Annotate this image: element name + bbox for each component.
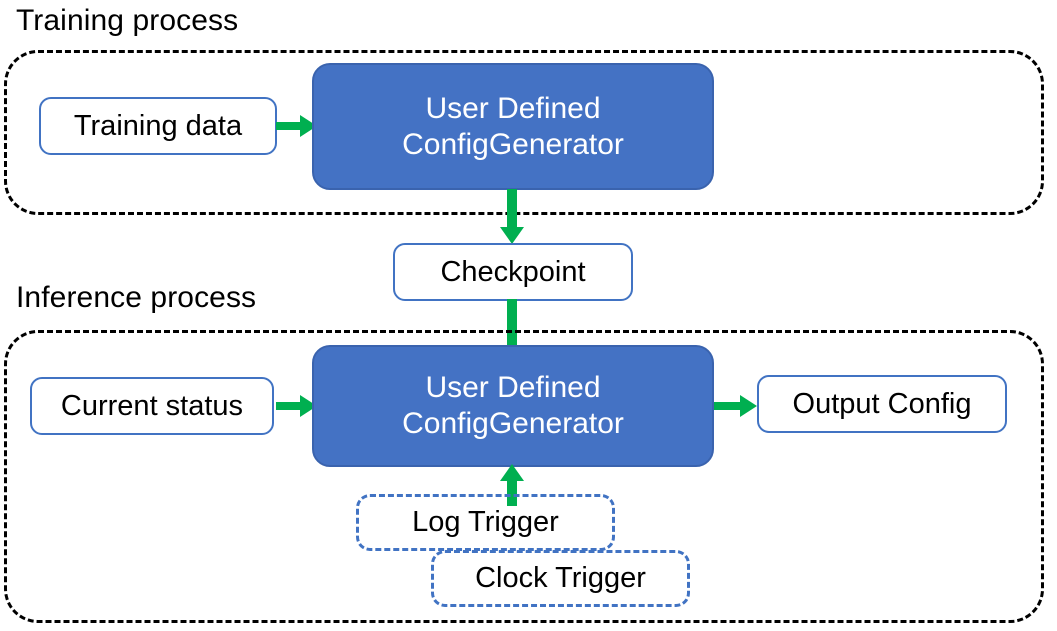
output-config-box[interactable]: Output Config xyxy=(757,375,1007,433)
training-generator-line2: ConfigGenerator xyxy=(402,127,624,161)
training-config-generator-box[interactable]: User Defined ConfigGenerator xyxy=(312,63,714,190)
checkpoint-box[interactable]: Checkpoint xyxy=(393,243,633,301)
inference-generator-line1: User Defined xyxy=(425,371,601,404)
training-data-box[interactable]: Training data xyxy=(39,97,277,155)
log-trigger-box[interactable]: Log Trigger xyxy=(356,494,615,551)
inference-process-container xyxy=(4,330,1044,623)
inference-generator-line2: ConfigGenerator xyxy=(402,407,624,440)
current-status-box[interactable]: Current status xyxy=(30,377,274,435)
training-generator-line1: User Defined xyxy=(425,91,601,125)
training-process-label: Training process xyxy=(16,4,239,37)
inference-process-label: Inference process xyxy=(16,281,257,314)
inference-config-generator-box[interactable]: User Defined ConfigGenerator xyxy=(312,345,714,467)
clock-trigger-box[interactable]: Clock Trigger xyxy=(431,550,690,607)
training-process-container xyxy=(4,50,1044,215)
